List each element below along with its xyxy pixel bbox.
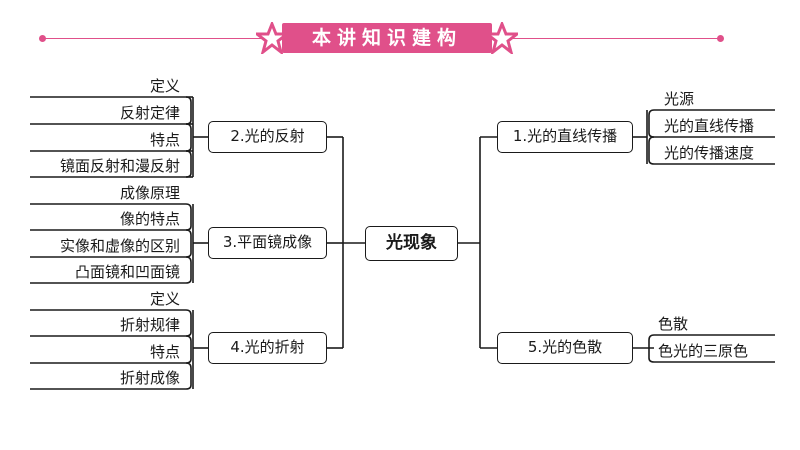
leaf-dispersion: 色散 [658,315,689,333]
leaf-convex-concave: 凸面镜和凹面镜 [74,263,180,281]
leaf-reflection-law: 反射定律 [119,104,180,122]
branch-plane-mirror: 3.平面镜成像 [208,227,327,259]
branch-refraction: 4.光的折射 [208,332,327,364]
branch-reflection: 2.光的反射 [208,121,327,153]
leaf-refraction-imaging: 折射成像 [119,369,180,387]
leaf-real-vs-virtual: 实像和虚像的区别 [59,237,180,255]
leaf-refraction-features: 特点 [149,343,180,361]
leaf-mirror-image-features: 像的特点 [119,210,180,228]
leaf-light-source: 光源 [664,90,695,108]
banner-right-dot [717,35,724,42]
branch-straight-propagation: 1.光的直线传播 [497,121,633,153]
leaf-reflection-features: 特点 [149,131,180,149]
banner-left-dot [39,35,46,42]
root-node: 光现象 [365,226,458,261]
branch-dispersion: 5.光的色散 [497,332,633,364]
leaf-reflection-types: 镜面反射和漫反射 [59,157,180,175]
section-title-banner: 本讲知识建构 [282,23,492,53]
leaf-reflection-definition: 定义 [149,77,180,95]
leaf-mirror-principle: 成像原理 [119,184,180,202]
leaf-light-speed: 光的传播速度 [664,144,755,162]
leaf-refraction-law: 折射规律 [119,316,180,334]
leaf-refraction-definition: 定义 [149,290,180,308]
leaf-primary-colors: 色光的三原色 [658,342,749,360]
leaf-straight-line: 光的直线传播 [664,117,755,135]
star-icon [486,22,518,54]
